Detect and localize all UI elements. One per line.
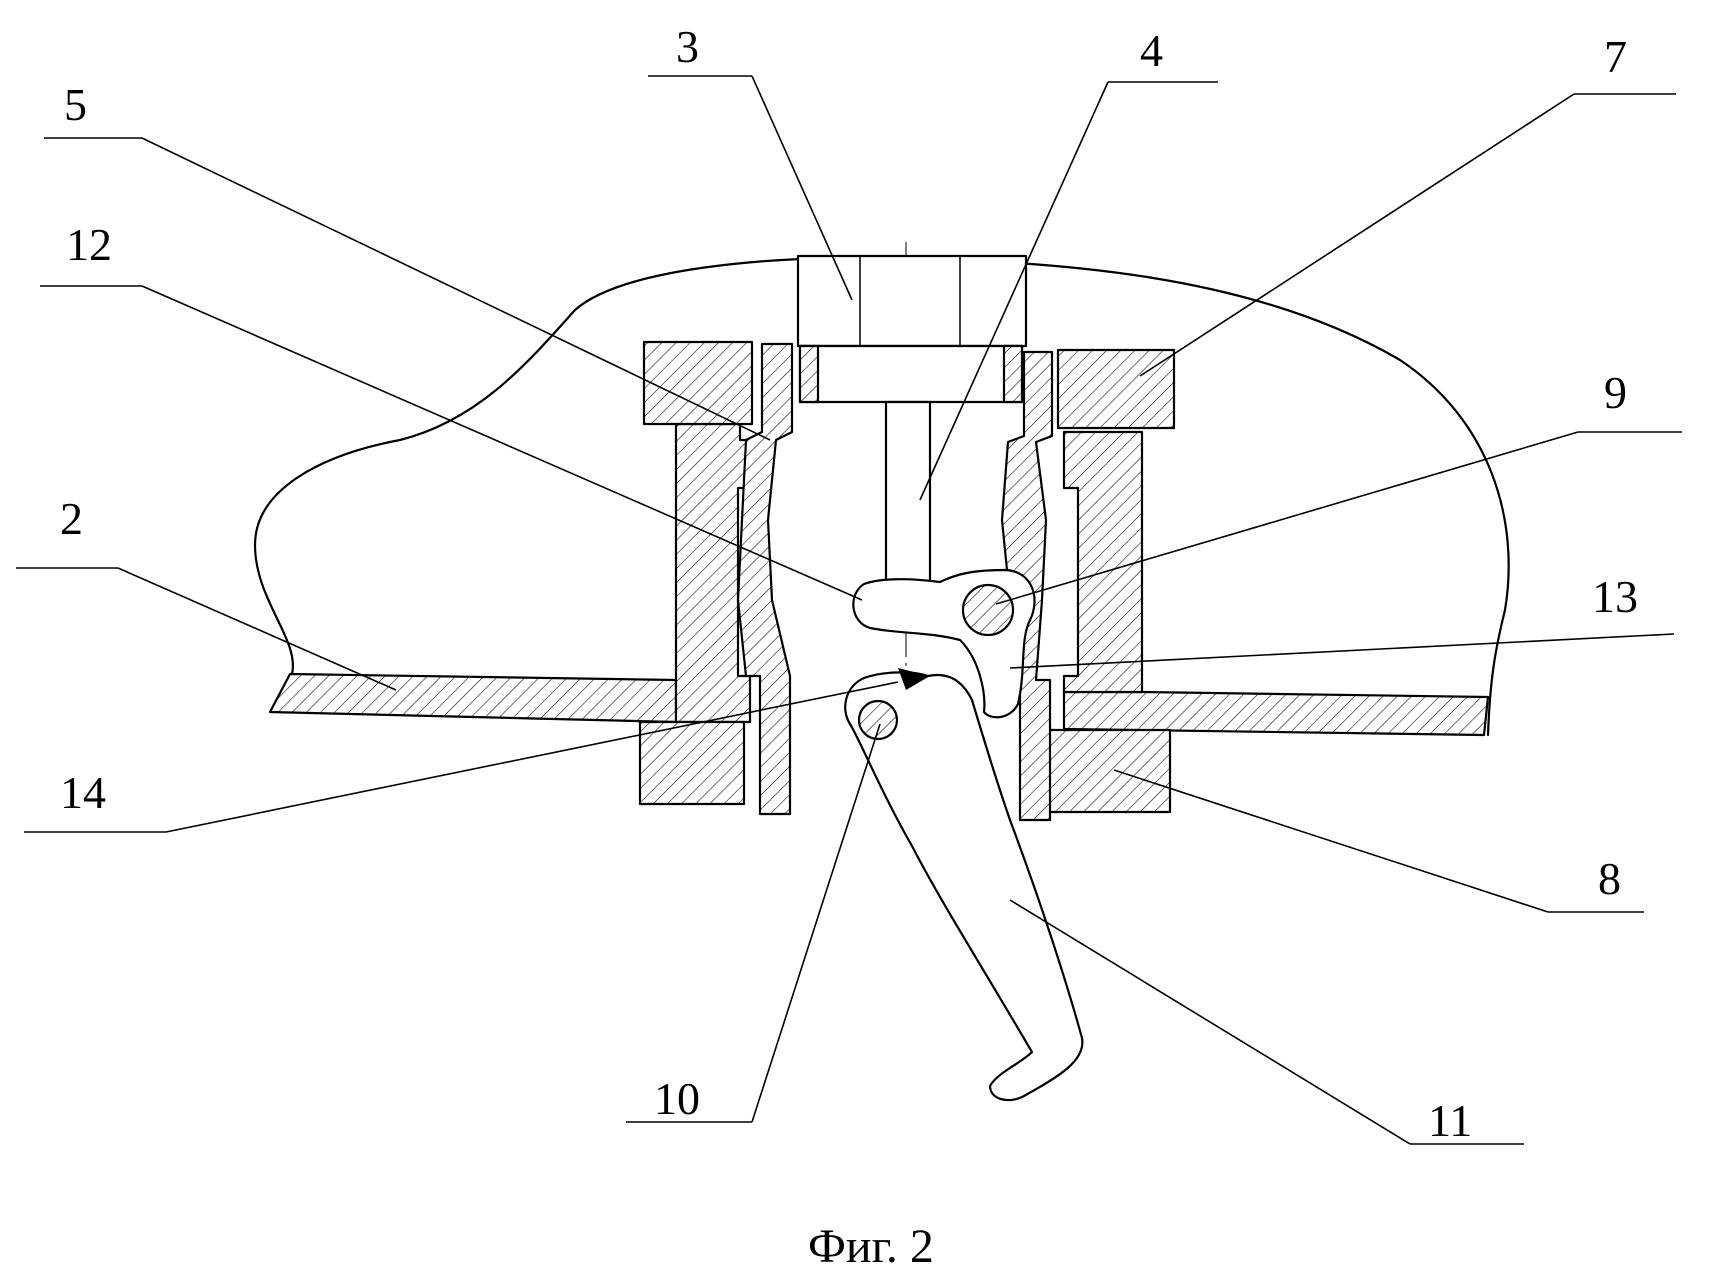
lower-nut-right [1046, 728, 1172, 814]
upper-nut-left [642, 340, 754, 426]
figure-caption: Фиг. 2 [808, 1220, 934, 1273]
label-11: 11 [1428, 1095, 1472, 1146]
leader-2b [117, 567, 397, 691]
contact-tip [898, 668, 930, 690]
label-3: 3 [676, 21, 699, 72]
label-2: 2 [60, 493, 83, 544]
sleeve-left [736, 342, 794, 816]
label-7: 7 [1604, 31, 1627, 82]
top-plate [798, 344, 1024, 404]
label-14: 14 [60, 767, 106, 818]
wall-right [1062, 690, 1490, 737]
lower-nut-left [638, 720, 746, 806]
label-12: 12 [66, 219, 112, 270]
label-9: 9 [1604, 367, 1627, 418]
label-4: 4 [1140, 25, 1163, 76]
breakout-outline [253, 256, 1510, 737]
lower-pin [857, 699, 899, 741]
label-13: 13 [1592, 571, 1638, 622]
leader-11b [1009, 899, 1411, 1145]
upper-pin [961, 583, 1015, 637]
top-plate-right-block [1002, 344, 1024, 404]
leader-13 [1009, 633, 1675, 669]
leader-12b [141, 285, 863, 601]
leader-10b [751, 723, 881, 1123]
leader-8b [1113, 769, 1549, 913]
label-5: 5 [64, 79, 87, 130]
label-8: 8 [1598, 853, 1621, 904]
top-plate-left-block [798, 344, 820, 404]
leader-4b [919, 81, 1109, 501]
leader-9b [995, 431, 1579, 605]
wall-left [268, 672, 678, 724]
top-element [796, 254, 1028, 348]
housing-right-wall [1062, 430, 1144, 694]
leader-14b [165, 681, 899, 833]
upper-nut-right [1056, 348, 1176, 430]
leader-3b [751, 75, 853, 301]
trigger-lever [844, 671, 1084, 1102]
label-10: 10 [654, 1073, 700, 1124]
leader-5b [141, 137, 771, 441]
leader-7b [1139, 93, 1575, 377]
